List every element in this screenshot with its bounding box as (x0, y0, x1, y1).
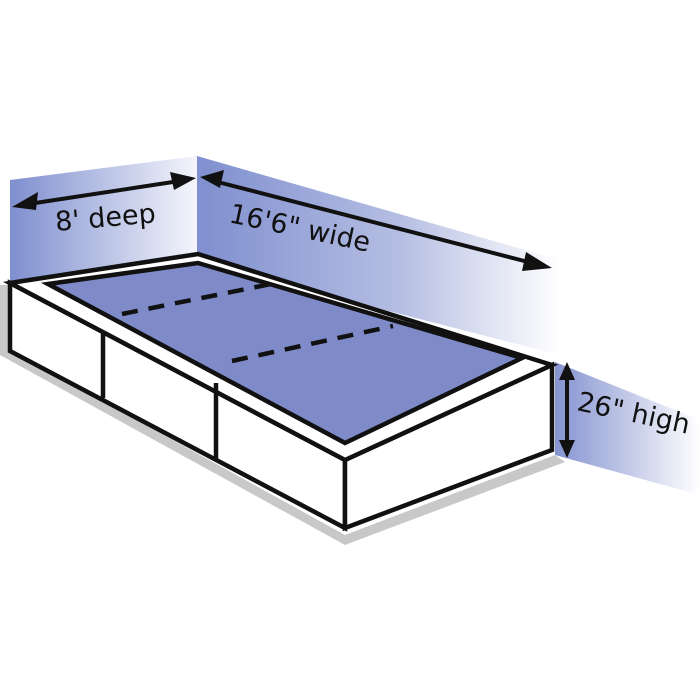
width-arrow (200, 170, 552, 271)
left-wall (10, 156, 197, 285)
depth-arrow (12, 172, 196, 210)
liner-surface (40, 260, 529, 446)
seam-line (231, 323, 394, 364)
raised-bed-box (2, 251, 559, 532)
dimension-arrows (12, 170, 575, 458)
back-wall (197, 156, 560, 355)
bed-shadow (0, 285, 565, 545)
liner-seams (121, 280, 394, 364)
height-arrow (559, 362, 575, 458)
right-wall (555, 362, 700, 495)
back-walls (10, 156, 700, 495)
